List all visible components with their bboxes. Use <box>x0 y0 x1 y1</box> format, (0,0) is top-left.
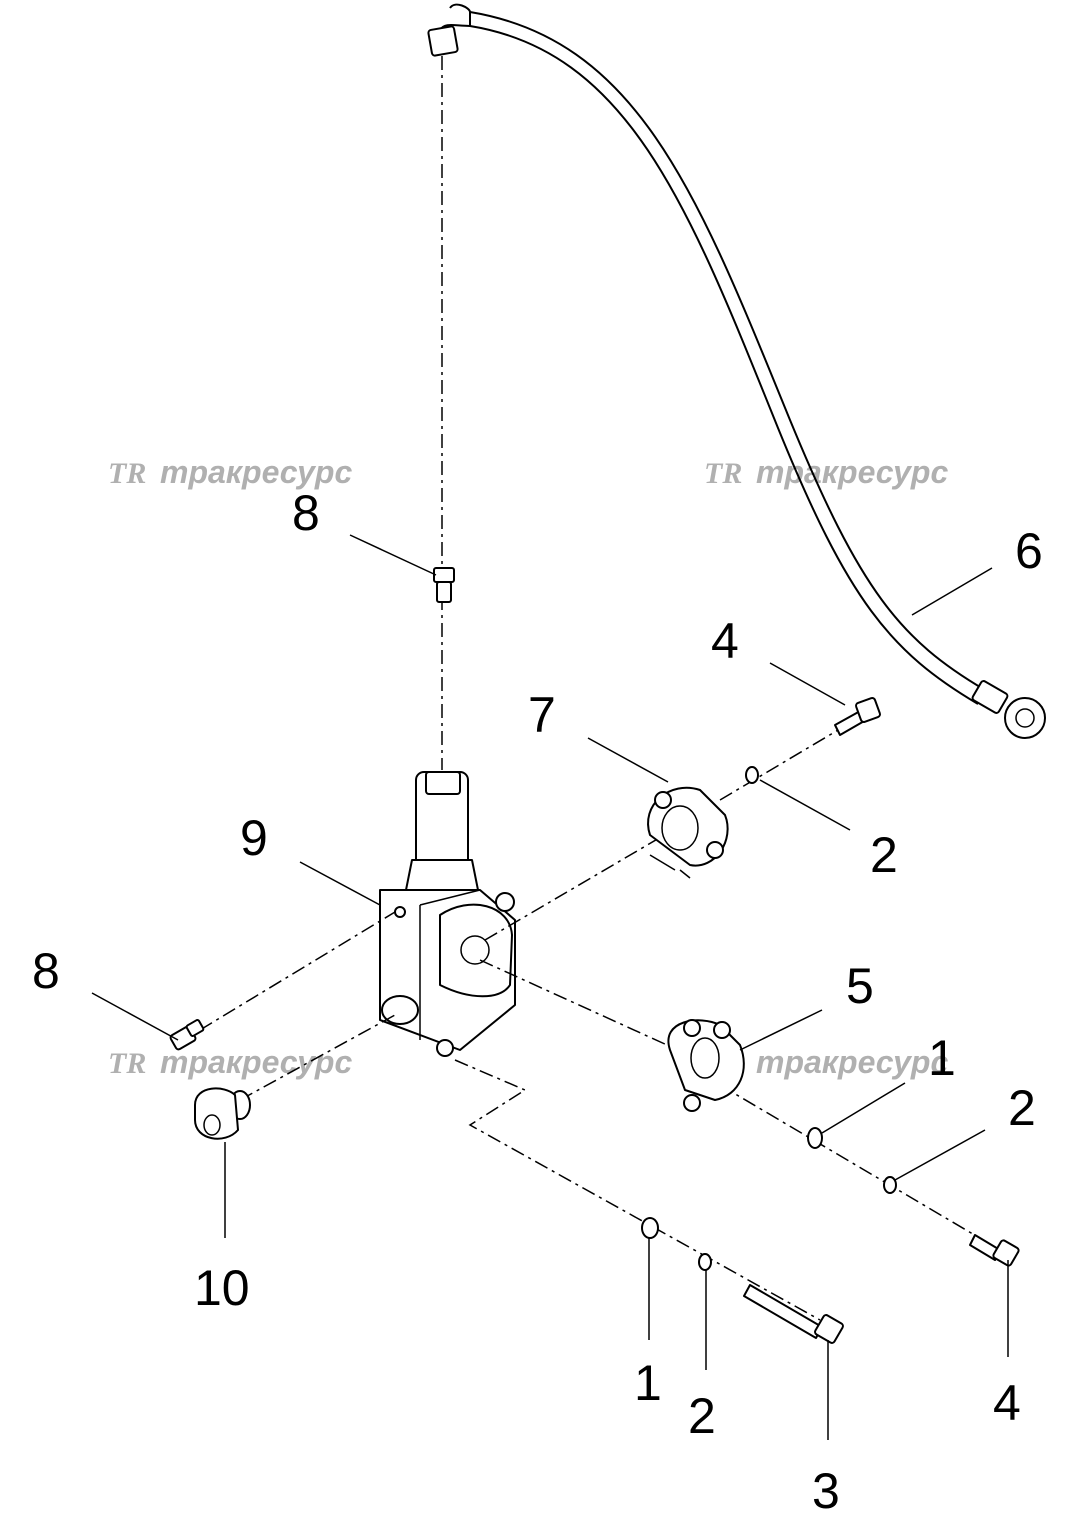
washer-flat-lower <box>807 1127 823 1149</box>
leader-2-right <box>894 1129 986 1181</box>
callout-3: 3 <box>812 1463 840 1519</box>
callout-4-bottom: 4 <box>993 1375 1021 1431</box>
bolt-upper <box>834 697 881 736</box>
washer-spring-bottom <box>698 1253 712 1271</box>
callout-5: 5 <box>846 958 874 1014</box>
leader-9 <box>299 861 381 906</box>
centerline-long-bolt <box>454 1059 821 1321</box>
hose-assembly <box>427 3 1046 739</box>
leader-8-side <box>91 992 179 1041</box>
watermark-logo: TR <box>704 457 742 490</box>
flange-lower <box>667 1019 745 1112</box>
callout-7: 7 <box>528 687 556 743</box>
washer-flat-bottom <box>641 1217 659 1239</box>
leader-5 <box>739 1009 823 1051</box>
callout-2-bottom: 2 <box>688 1388 716 1444</box>
callout-9: 9 <box>240 810 268 866</box>
watermark-text: тракресурс <box>160 454 352 490</box>
callout-2-top: 2 <box>870 827 898 883</box>
centerline-side-fitting <box>199 911 396 1031</box>
flange-upper <box>647 786 729 879</box>
watermark-bottom-left: TR тракресурс <box>108 1044 352 1080</box>
leader-6 <box>911 567 993 616</box>
leader-2-top <box>759 779 851 831</box>
bolt-long <box>743 1284 844 1344</box>
leader-1-right <box>821 1082 906 1134</box>
washer-spring-lower <box>883 1176 897 1194</box>
callout-1-bottom: 1 <box>634 1355 662 1411</box>
watermark-text: тракресурс <box>756 1044 948 1080</box>
watermark-text: тракресурс <box>756 454 948 490</box>
bolt-lower-right <box>969 1234 1020 1267</box>
watermark-bottom-right: TR тракресурс <box>704 1044 948 1080</box>
plug <box>194 1087 251 1140</box>
fitting-top <box>433 567 455 603</box>
leader-4-top <box>769 662 846 706</box>
fitting-side <box>169 1019 205 1051</box>
watermark-top-right: TR тракресурс <box>704 454 948 490</box>
washer-upper <box>745 766 759 784</box>
callout-6: 6 <box>1015 523 1043 579</box>
callout-8-top: 8 <box>292 485 320 541</box>
valve-body <box>379 771 516 1057</box>
callout-10: 10 <box>194 1260 250 1316</box>
watermark-logo: TR <box>108 1047 146 1080</box>
leader-7 <box>587 737 669 783</box>
centerline-plug <box>239 1014 396 1101</box>
watermark-logo: TR <box>108 457 146 490</box>
leader-8-top <box>349 534 437 576</box>
callout-4-top: 4 <box>711 613 739 669</box>
callout-1-right: 1 <box>928 1030 956 1086</box>
centerline-upper-bolt <box>719 719 856 801</box>
centerline-lower-flange <box>479 959 701 1061</box>
watermark-text: тракресурс <box>160 1044 352 1080</box>
centerline-lower-bolt <box>719 1084 1001 1251</box>
callout-2-right: 2 <box>1008 1080 1036 1136</box>
watermark-top-left: TR тракресурс <box>108 454 352 490</box>
callout-8-side: 8 <box>32 943 60 999</box>
